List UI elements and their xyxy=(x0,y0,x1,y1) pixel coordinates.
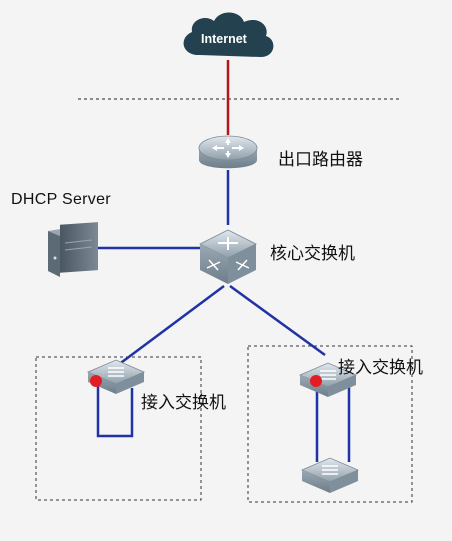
router-icon xyxy=(198,135,258,169)
layer3-switch-icon xyxy=(199,229,257,284)
access-switch-icon xyxy=(86,359,146,394)
loop-marker xyxy=(90,375,102,387)
access-switch-icon xyxy=(300,457,360,493)
access-switch-left-label: 接入交换机 xyxy=(141,393,226,413)
access-zone-right xyxy=(247,345,413,503)
server-tower-icon xyxy=(48,222,98,277)
cloud-icon xyxy=(183,12,274,58)
dhcp-server-label: DHCP Server xyxy=(11,191,111,208)
link-core-access-right xyxy=(229,284,326,357)
core-switch-label: 核心交换机 xyxy=(270,244,355,264)
router-label: 出口路由器 xyxy=(278,150,363,170)
link-core-access-left xyxy=(117,284,225,367)
access-zone-left xyxy=(35,356,202,501)
loop-marker xyxy=(310,375,322,387)
access-switch-right-label: 接入交换机 xyxy=(338,358,423,378)
internet-label: Internet xyxy=(201,32,247,46)
loop-cable-left xyxy=(96,382,134,438)
